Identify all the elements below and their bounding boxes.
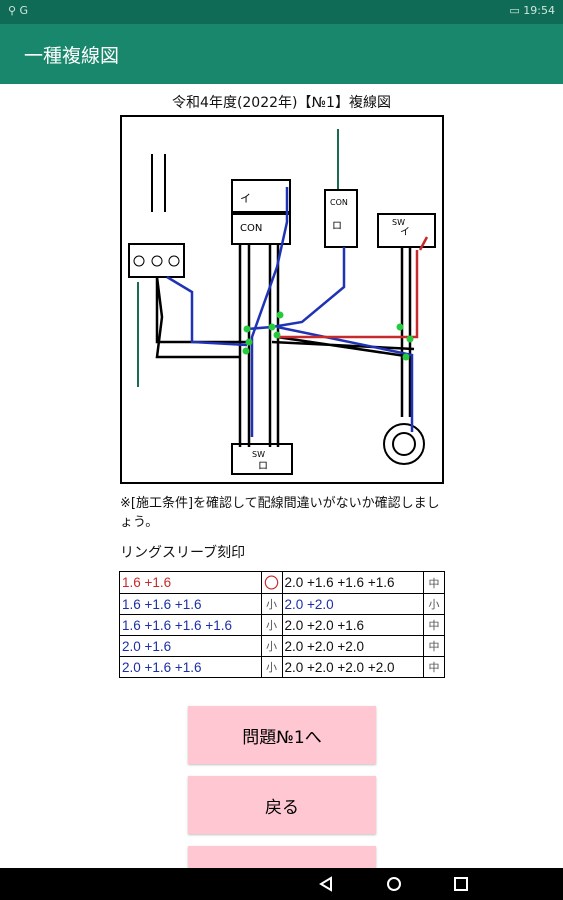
battery-icon: ▭ — [509, 4, 520, 17]
black-wire-main — [155, 276, 252, 359]
label-i-top: イ — [240, 192, 251, 205]
main-content[interactable]: 令和4年度(2022年)【№1】複線図 イ CON CON ロ SW イ — [0, 84, 563, 868]
app-title: 一種複線図 — [24, 45, 120, 67]
status-icons-left: ⚲ G — [8, 4, 29, 17]
ring-size: 小 — [260, 614, 283, 636]
back-nav-icon[interactable] — [319, 876, 332, 892]
ring-row-2: 1.6 +1.6 +1.6 小 2.0 +2.0 小 — [119, 593, 445, 615]
next-button-partial[interactable] — [188, 846, 376, 868]
switch-sw-bottom — [231, 443, 293, 475]
ring-size: 〇 — [260, 571, 283, 594]
ring-combo: 1.6 +1.6 +1.6 — [119, 593, 262, 615]
ring-combo: 2.0 +2.0 +2.0 — [281, 635, 424, 657]
label-i-right: イ — [400, 227, 410, 238]
label-con: CON — [240, 223, 262, 234]
label-sw-bottom: SW — [252, 450, 265, 459]
question-1-button[interactable]: 問題№1へ — [188, 706, 376, 764]
blue-wire — [166, 187, 346, 437]
ring-combo: 2.0 +2.0 +2.0 +2.0 — [281, 656, 424, 678]
ring-combo: 2.0 +2.0 — [281, 593, 424, 615]
app-bar: 一種複線図 — [0, 24, 563, 84]
home-nav-icon[interactable] — [387, 877, 401, 891]
caution-note: ※[施工条件]を確認して配線間違いがないか確認しましょう。 — [120, 496, 440, 530]
ring-size: 中 — [423, 635, 445, 657]
ring-combo: 2.0 +1.6 +1.6 +1.6 — [281, 571, 424, 594]
ring-size: 小 — [260, 656, 283, 678]
wiring-diagram-svg: イ CON CON ロ SW イ SW ロ — [128, 129, 436, 475]
label-sw-right: SW — [392, 218, 405, 227]
status-time: ▭ 19:54 — [509, 4, 555, 17]
ring-row-3: 1.6 +1.6 +1.6 +1.6 小 2.0 +2.0 +1.6 中 — [119, 614, 445, 636]
black-wire-cross — [271, 335, 415, 359]
ring-combo: 1.6 +1.6 — [119, 571, 262, 594]
label-ro-bottom: ロ — [258, 461, 268, 472]
black-wire-vertical-2 — [268, 244, 280, 447]
switch-i-box — [231, 179, 291, 213]
diagram-title: 令和4年度(2022年)【№1】複線図 — [172, 95, 391, 111]
sleeve-connection-dots — [242, 311, 414, 361]
ring-combo: 1.6 +1.6 +1.6 +1.6 — [119, 614, 262, 636]
ring-row-4: 2.0 +1.6 小 2.0 +2.0 +2.0 中 — [119, 635, 445, 657]
nav-icons-svg — [319, 876, 468, 892]
lamp-circle — [383, 423, 425, 465]
back-button[interactable]: 戻る — [188, 776, 376, 834]
red-wire — [277, 236, 429, 339]
label-ro-right: ロ — [332, 221, 342, 232]
ring-size: 中 — [423, 656, 445, 678]
ring-size: 中 — [423, 614, 445, 636]
recent-apps-icon[interactable] — [454, 877, 468, 891]
wiring-diagram: イ CON CON ロ SW イ SW ロ — [120, 115, 444, 484]
ring-sleeve-title: リングスリーブ刻印 — [120, 545, 246, 561]
ring-row-1: 1.6 +1.6 〇 2.0 +1.6 +1.6 +1.6 中 — [119, 571, 445, 594]
ring-combo: 2.0 +1.6 — [119, 635, 262, 657]
ring-row-5: 2.0 +1.6 +1.6 小 2.0 +2.0 +2.0 +2.0 中 — [119, 656, 445, 678]
ring-size: 小 — [260, 635, 283, 657]
status-bar: ⚲ G ▭ 19:54 — [0, 0, 563, 24]
black-wire-right — [400, 247, 412, 417]
con-ro-box — [324, 189, 358, 248]
terminal-block — [128, 243, 185, 278]
navigation-bar — [0, 868, 563, 900]
ring-size: 小 — [260, 593, 283, 615]
ring-size: 中 — [423, 571, 445, 594]
ring-combo: 2.0 +2.0 +1.6 — [281, 614, 424, 636]
ring-size: 小 — [423, 593, 445, 615]
ring-sleeve-table: 1.6 +1.6 〇 2.0 +1.6 +1.6 +1.6 中 1.6 +1.6… — [119, 571, 445, 678]
ring-combo: 2.0 +1.6 +1.6 — [119, 656, 262, 678]
label-con-right: CON — [330, 198, 348, 207]
outlet-con-box — [231, 213, 291, 245]
